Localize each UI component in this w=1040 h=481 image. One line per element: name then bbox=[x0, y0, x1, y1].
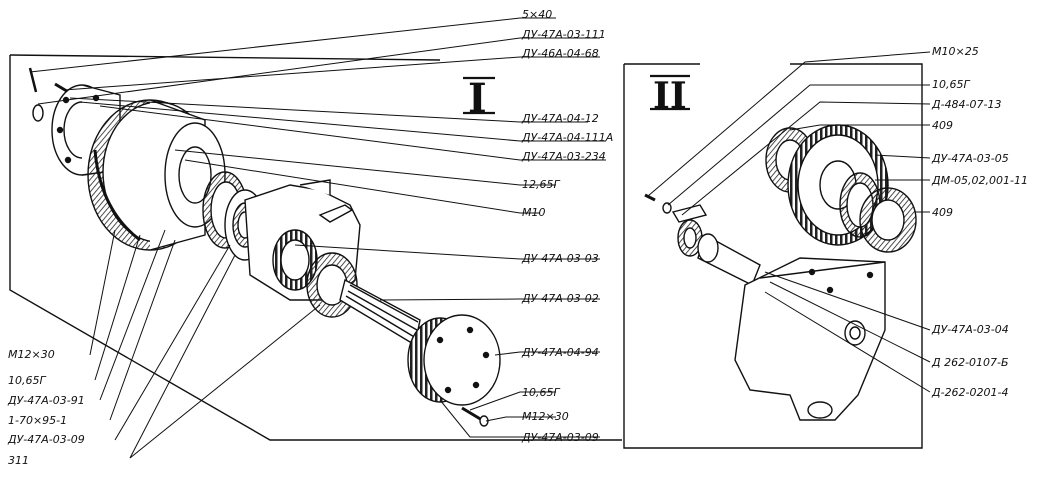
label-du47a-03-09-left: ДУ-47А-03-09 bbox=[7, 433, 85, 446]
bolt-bottom bbox=[461, 406, 483, 422]
label-du47a-04-94: ДУ-47А-04-94 bbox=[521, 346, 599, 359]
label-d484-07-13: Д-484-07-13 bbox=[931, 98, 1002, 111]
label-12-65g: 12,65Г bbox=[522, 178, 560, 191]
label-du47a-03-03: ДУ-47А-03-03 bbox=[521, 252, 599, 265]
panel-1-leaders bbox=[29, 17, 606, 459]
panel-2-leaders bbox=[647, 51, 931, 393]
label-m10x25: М10×25 bbox=[932, 45, 979, 58]
label-du47a-03-234: ДУ-47А-03-234 bbox=[521, 150, 606, 163]
label-5x40: 5×40 bbox=[522, 8, 552, 21]
label-m12x30-left: М12×30 bbox=[8, 348, 55, 361]
panel-1-labels: 5×40 ДУ-47А-03-111 ДУ-46А-04-68 ДУ-47А-0… bbox=[7, 8, 613, 467]
label-10-65g-p2: 10,65Г bbox=[932, 78, 970, 91]
label-1-70x95-1: 1-70×95-1 bbox=[8, 414, 67, 427]
gearbox-housing-p2 bbox=[734, 257, 886, 421]
end-cover bbox=[407, 314, 501, 406]
label-du47a-03-09-right: ДУ-47А-03-09 bbox=[521, 431, 599, 444]
label-du46a-04-68: ДУ-46А-04-68 bbox=[521, 47, 599, 60]
label-d262-0107-b: Д 262-0107-Б bbox=[931, 356, 1009, 369]
panel-2-parts bbox=[644, 124, 917, 421]
label-du47a-03-04: ДУ-47А-03-04 bbox=[931, 323, 1009, 336]
label-d262-0201-4: Д-262-0201-4 bbox=[931, 386, 1009, 399]
panel-label-1: I bbox=[468, 75, 487, 122]
label-409-top: 409 bbox=[932, 119, 953, 132]
panel-2-labels: М10×25 10,65Г Д-484-07-13 409 ДУ-47А-03-… bbox=[931, 45, 1028, 399]
panel-frame-2 bbox=[623, 63, 923, 449]
label-10-65g-right: 10,65Г bbox=[522, 386, 560, 399]
label-du47a-03-05: ДУ-47А-03-05 bbox=[931, 152, 1009, 165]
panel-1-parts bbox=[28, 67, 501, 427]
label-m10: М10 bbox=[522, 206, 546, 219]
label-409-right: 409 bbox=[932, 206, 953, 219]
label-10-65g-left: 10,65Г bbox=[8, 374, 46, 387]
brake-drum bbox=[87, 99, 226, 251]
label-311: 311 bbox=[8, 454, 29, 467]
bolt-m10x25 bbox=[644, 193, 656, 202]
splined-shaft bbox=[339, 278, 421, 347]
label-m12x30-right: М12×30 bbox=[522, 410, 569, 423]
panel-label-2: II bbox=[653, 75, 687, 117]
label-du47a-04-12: ДУ-47А-04-12 bbox=[521, 112, 599, 125]
label-du47a-03-111: ДУ-47А-03-111 bbox=[521, 28, 606, 41]
label-du47a-03-91: ДУ-47А-03-91 bbox=[7, 394, 85, 407]
washer-p2 bbox=[662, 202, 672, 214]
label-dm-05-02-001-11: ДМ-05,02,001-11 bbox=[931, 174, 1028, 187]
label-du47a-04-111a: ДУ-47А-04-111А bbox=[521, 131, 613, 144]
label-du47a-03-02: ДУ-47А-03-02 bbox=[521, 292, 599, 305]
washer-small bbox=[32, 104, 44, 122]
